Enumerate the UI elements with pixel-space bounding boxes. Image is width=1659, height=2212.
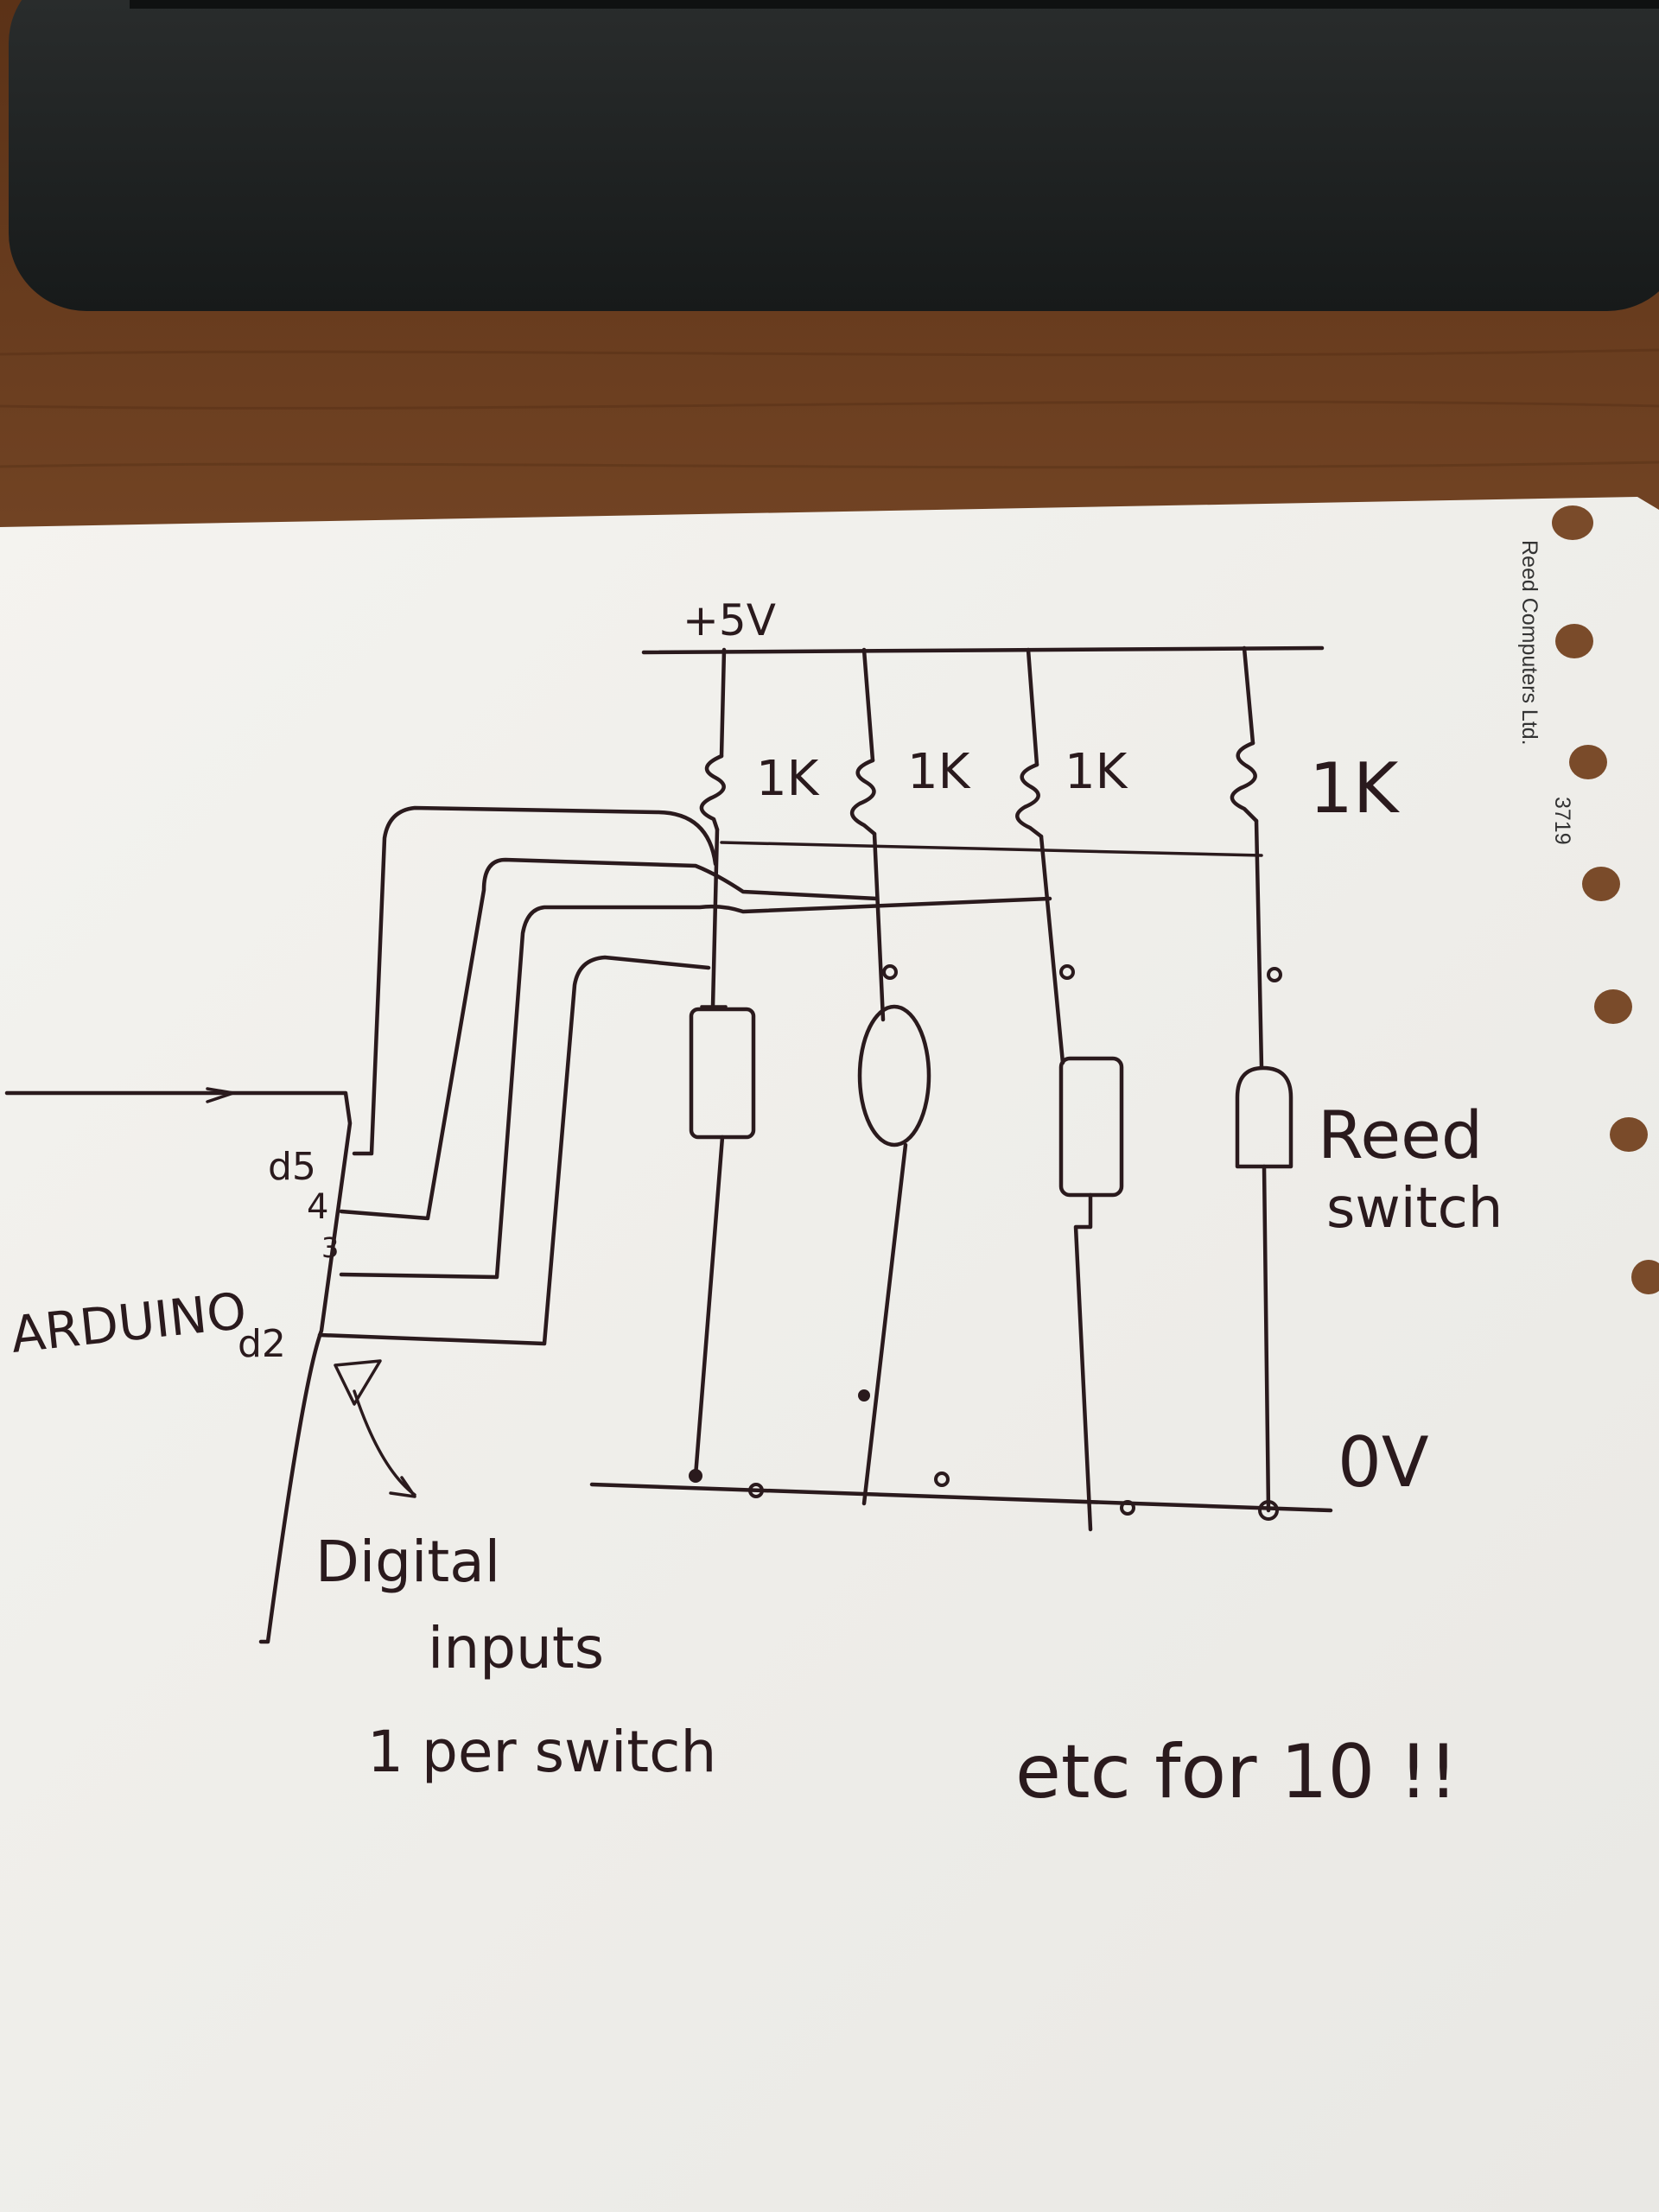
note-line-1: Digital [315,1529,500,1595]
keyboard-wrist-rest [9,0,1659,311]
ground-rail [589,1482,1333,1513]
pin-label-4: 4 [307,1187,328,1227]
paper-imprint: Reed Computers Ltd. [1517,540,1541,746]
switch-branch-1: 1K [689,647,820,1483]
reed-switch-label-line2: switch [1326,1177,1503,1241]
reed-switch-body [857,1004,931,1147]
keyboard-edge [130,0,1659,9]
arduino-outline [4,1090,353,1644]
pin-label-d2: d2 [238,1322,286,1366]
switch-branch-3: 1K [1015,647,1128,1532]
reed-switch-label-line1: Reed [1318,1096,1483,1173]
resistor-label: 1K [756,751,820,807]
paper-sheet [0,497,1659,2212]
pin-label-3: 3 [321,1231,339,1264]
resistor-label: 1K [1309,748,1401,829]
pin-label-d5: d5 [268,1145,316,1189]
signal-wire-d5 [352,805,718,1156]
signal-wire-d4 [339,857,880,1221]
wood-grain [0,348,1659,469]
resistor-label: 1K [1065,744,1128,800]
signal-wire-d2 [317,955,711,1346]
switch-branch-2: 1K [850,647,971,1506]
note-pointer-arrow [334,1359,416,1498]
resistor-symbol [1230,741,1259,823]
reed-switch-body [1235,1065,1294,1169]
resistor-symbol [1015,762,1044,839]
supply-label: +5V [683,595,776,645]
paper-imprint-number: 3719 [1550,797,1574,845]
note-line-3: 1 per switch [367,1719,716,1785]
ground-label: 0V [1338,1422,1429,1503]
resistor-label: 1K [907,744,971,800]
resistor-symbol [699,753,726,832]
junction-marks [748,964,1282,1516]
signal-wire-d3 [339,896,1052,1280]
resistor-symbol [850,758,877,836]
note-line-2: inputs [428,1615,604,1681]
cross-link [720,841,1263,857]
supply-rail [641,645,1325,655]
switch-branch-4: 1K Reed switch [1230,645,1503,1521]
etc-note: etc for 10 !! [1015,1729,1459,1815]
binding-holes [1552,505,1659,1294]
arduino-input-arrow [206,1087,235,1103]
